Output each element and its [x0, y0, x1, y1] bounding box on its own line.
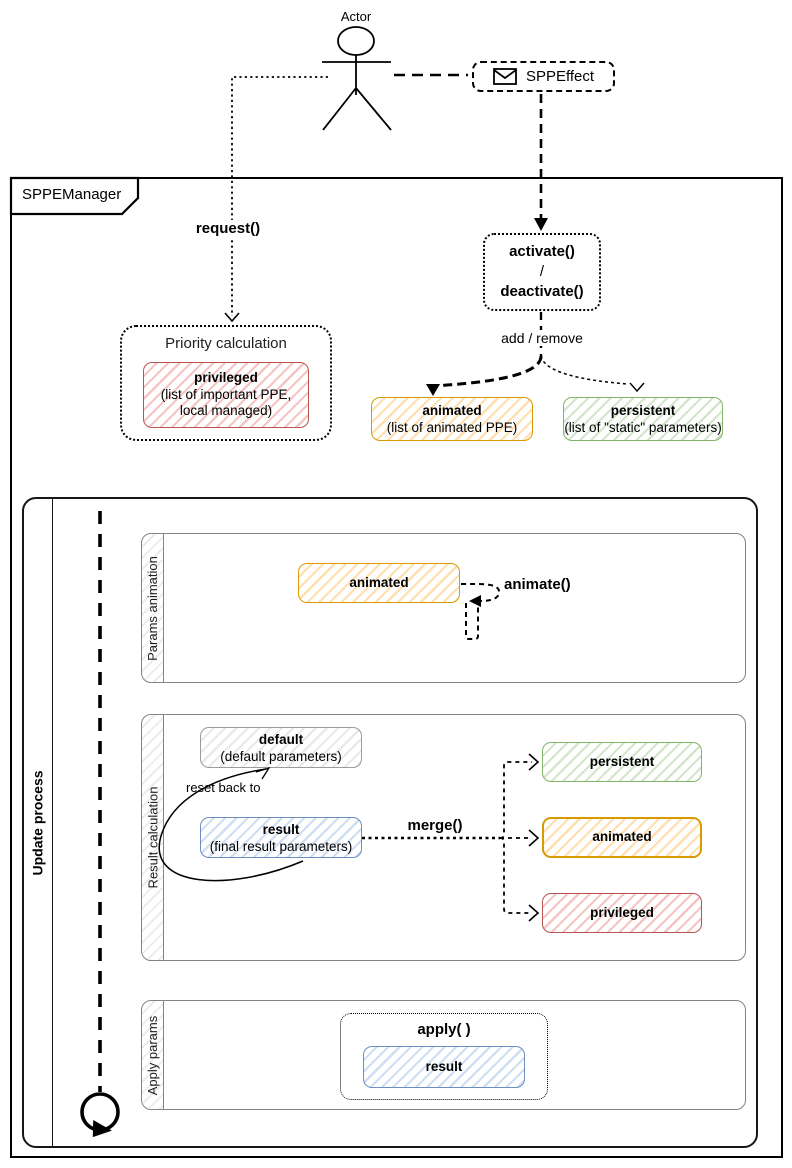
persistent-name: persistent [610, 403, 676, 418]
persistent-desc: (list of "static" parameters) [564, 420, 722, 435]
apply-params-label: Apply params [145, 1015, 161, 1095]
result-name: result [262, 821, 300, 837]
activate-label: activate() [509, 243, 575, 260]
persistent-node-result-label: persistent [589, 753, 655, 769]
result-calculation-label: Result calculation [145, 786, 161, 889]
privileged-node-result[interactable]: privileged [542, 893, 702, 933]
default-name: default [258, 731, 304, 747]
privileged-desc-1: (list of important PPE, [160, 386, 292, 402]
sppeffect-node[interactable]: SPPEffect [472, 61, 615, 92]
request-message-label: request() [168, 220, 288, 237]
animated-node-result-label: animated [592, 829, 652, 845]
result-node[interactable]: result (final result parameters) [200, 817, 362, 858]
actor-figure[interactable] [322, 26, 392, 131]
default-desc: (default parameters) [220, 748, 342, 764]
apply-message-label: apply( ) [417, 1021, 471, 1038]
animated-node-params-label: animated [349, 574, 409, 590]
result-node-apply[interactable]: result [363, 1046, 525, 1088]
privileged-node-result-label: privileged [590, 904, 654, 920]
animated-desc: (list of animated PPE) [386, 420, 518, 435]
envelope-icon [493, 68, 517, 85]
reset-back-to-label: reset back to [186, 780, 261, 795]
result-desc: (final result parameters) [209, 838, 353, 854]
deactivate-label: deactivate() [500, 283, 584, 300]
update-process-label: Update process [30, 769, 47, 876]
animated-node-result[interactable]: animated [542, 817, 702, 858]
persistent-node-result[interactable]: persistent [542, 742, 702, 782]
sppemanager-frame[interactable] [10, 177, 783, 1158]
privileged-desc-2: local managed) [179, 403, 273, 419]
section-params-animation[interactable]: Params animation [141, 533, 746, 683]
animated-name: animated [422, 403, 482, 418]
privileged-name: privileged [194, 370, 258, 386]
sppeffect-label: SPPEffect [525, 68, 595, 85]
frame-title: SPPEManager [22, 186, 122, 203]
persistent-list-node[interactable]: persistent (list of "static" parameters) [563, 397, 723, 441]
default-node[interactable]: default (default parameters) [200, 727, 362, 768]
update-process-strip: Update process [24, 499, 53, 1146]
merge-message-label: merge() [396, 817, 474, 834]
activate-deactivate-node[interactable]: activate() / deactivate() [483, 233, 601, 311]
animated-node-params[interactable]: animated [298, 563, 460, 603]
slash-label: / [539, 263, 545, 280]
add-remove-label: add / remove [494, 330, 590, 346]
actor-label: Actor [340, 9, 372, 24]
priority-calculation-title: Priority calculation [165, 335, 287, 352]
result-calculation-strip: Result calculation [142, 715, 164, 960]
animated-list-node[interactable]: animated (list of animated PPE) [371, 397, 533, 441]
animate-message-label: animate() [502, 576, 582, 593]
privileged-list-node[interactable]: privileged (list of important PPE, local… [143, 362, 309, 428]
result-node-apply-label: result [425, 1058, 463, 1074]
params-animation-strip: Params animation [142, 534, 164, 682]
apply-params-strip: Apply params [142, 1001, 164, 1109]
params-animation-label: Params animation [145, 555, 160, 661]
